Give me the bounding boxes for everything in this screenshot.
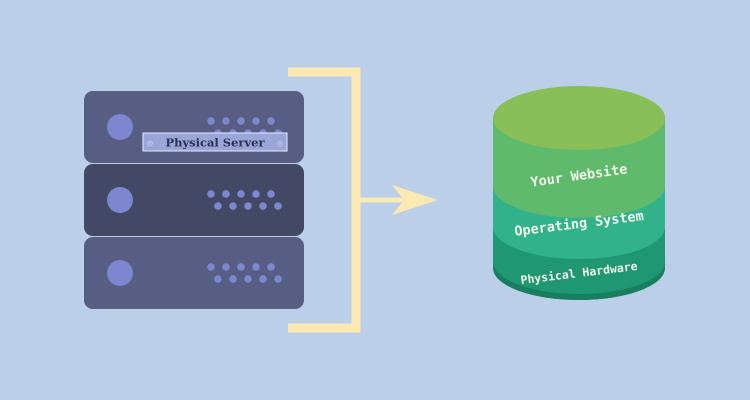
- arrow-head: [392, 185, 438, 215]
- vent-dot: [252, 190, 260, 198]
- vent-dot: [237, 190, 245, 198]
- server-unit-middle-power-light: [107, 187, 133, 213]
- vent-dot: [252, 263, 260, 271]
- server-unit-middle-body: [84, 164, 304, 236]
- vent-dot: [229, 202, 237, 210]
- vent-dot: [274, 202, 282, 210]
- vent-dot: [207, 263, 215, 271]
- vent-dot: [207, 117, 215, 125]
- server-unit-bottom-vent-dots: [207, 263, 282, 283]
- server-label: Physical Server: [165, 136, 265, 150]
- vent-dot: [252, 117, 260, 125]
- server-label-box: [142, 132, 288, 152]
- vent-dot: [222, 117, 230, 125]
- connector-bracket: [288, 67, 438, 333]
- vent-dot: [237, 263, 245, 271]
- vent-dot: [244, 202, 252, 210]
- server-unit-bottom-power-light: [107, 260, 133, 286]
- vent-dot: [222, 263, 230, 271]
- server-unit-top-power-light: [107, 114, 133, 140]
- vent-dot: [267, 190, 275, 198]
- vent-dot: [244, 275, 252, 283]
- vent-dot: [222, 190, 230, 198]
- vent-dot: [274, 275, 282, 283]
- software-stack-cylinder: Your Website Operating System Physical H…: [493, 86, 665, 300]
- vent-dot: [214, 275, 222, 283]
- vent-dot: [229, 275, 237, 283]
- vent-dot: [259, 202, 267, 210]
- vent-dot: [207, 190, 215, 198]
- server-label-left-glyph: ⊙: [147, 139, 153, 150]
- server-label-right-glyph: ⊙: [277, 139, 283, 150]
- cylinder-bottom-shade: [493, 262, 665, 300]
- physical-server: ⊙ Physical Server ⊙: [84, 91, 304, 309]
- vent-dot: [237, 117, 245, 125]
- server-unit-middle: [84, 164, 304, 236]
- server-unit-bottom: [84, 237, 304, 309]
- vent-dot: [267, 117, 275, 125]
- vent-dot: [259, 275, 267, 283]
- server-unit-top: [84, 91, 304, 163]
- vent-dot: [267, 263, 275, 271]
- server-unit-middle-vent-dots: [207, 190, 282, 210]
- server-label-tag: ⊙ Physical Server ⊙: [142, 132, 288, 152]
- server-unit-bottom-body: [84, 237, 304, 309]
- cylinder-top: [493, 86, 665, 150]
- vent-dot: [214, 202, 222, 210]
